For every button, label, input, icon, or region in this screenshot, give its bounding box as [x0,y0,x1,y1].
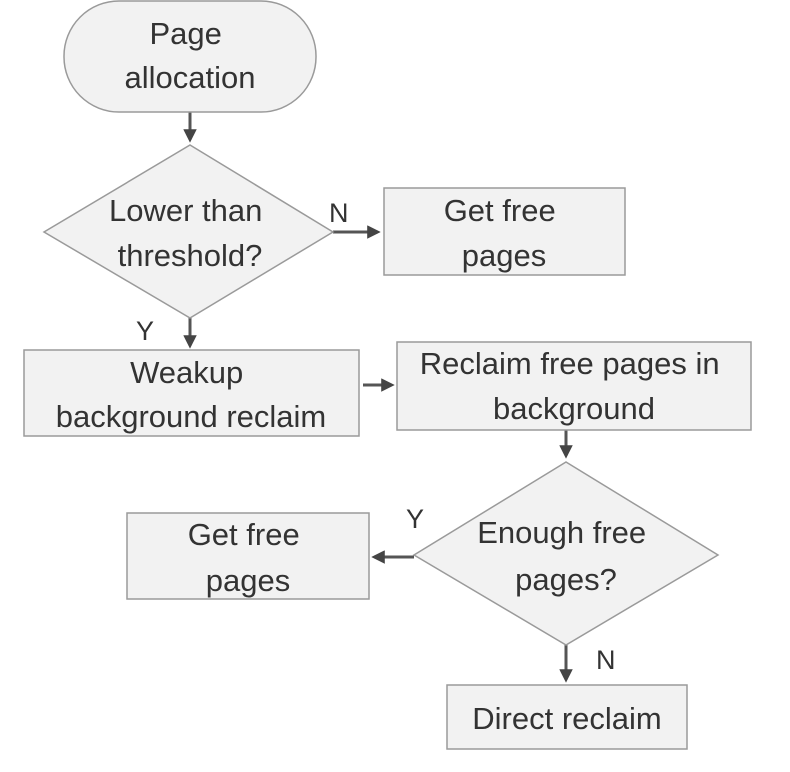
edge-label-enough-no: N [596,645,616,675]
decision-threshold-shape [42,144,335,319]
get-free-pages-top-shape [383,187,626,276]
wakeup-background-reclaim-shape [23,349,360,437]
reclaim-background-shape [396,341,752,431]
decision-threshold-line-2: threshold? [118,238,263,273]
reclaim-free-pages-background: Reclaim free pages in background [396,341,752,431]
start-node-line-1: Page [149,16,221,51]
edge-label-threshold-yes: Y [136,316,154,346]
svg-text:Get free pages: Get free pages [188,517,309,598]
wakeup-background-reclaim: Weakup background reclaim [23,349,360,437]
decision-enough-line-1: Enough free [477,515,646,550]
decision-enough-shape [412,461,720,646]
get-free-pages-bottom-shape [126,512,370,600]
svg-text:Weakup background reclai: Weakup background reclaim [56,355,327,434]
svg-text:Lower than threshold?: Lower than threshold? [109,193,271,273]
edges [183,112,573,683]
get-free-pages-bottom-line-1: Get free [188,517,300,552]
svg-text:Direct reclaim: Direct reclaim [472,701,661,736]
svg-text:Get free pages: Get free pages [444,193,565,273]
decision-enough-free-pages: Enough free pages? [412,461,720,646]
decision-threshold-line-1: Lower than [109,193,262,228]
edge-label-threshold-no: N [329,198,349,228]
start-node: Page allocation [63,0,317,113]
get-free-pages-bottom: Get free pages [126,512,370,600]
get-free-pages-top: Get free pages [383,187,626,276]
direct-reclaim: Direct reclaim [446,684,688,750]
direct-reclaim-line-1: Direct reclaim [472,701,661,736]
wakeup-line-1: Weakup [130,355,243,390]
reclaim-background-line-2: background [493,391,655,426]
get-free-pages-top-line-2: pages [462,238,546,273]
reclaim-background-line-1: Reclaim free pages in [420,346,720,381]
edge-label-enough-yes: Y [406,504,424,534]
start-node-line-2: allocation [125,60,256,95]
svg-text:Reclaim free pages in ba: Reclaim free pages in background [420,346,728,426]
decision-enough-line-2: pages? [515,562,617,597]
decision-threshold: Lower than threshold? [42,144,335,319]
svg-text:Enough free pages?: Enough free pages? [477,515,655,597]
svg-text:Page allocation: Page allocation [125,16,256,95]
start-terminator-shape [63,0,317,113]
get-free-pages-bottom-line-2: pages [206,563,290,598]
direct-reclaim-shape [446,684,688,750]
get-free-pages-top-line-1: Get free [444,193,556,228]
wakeup-line-2: background reclaim [56,399,327,434]
